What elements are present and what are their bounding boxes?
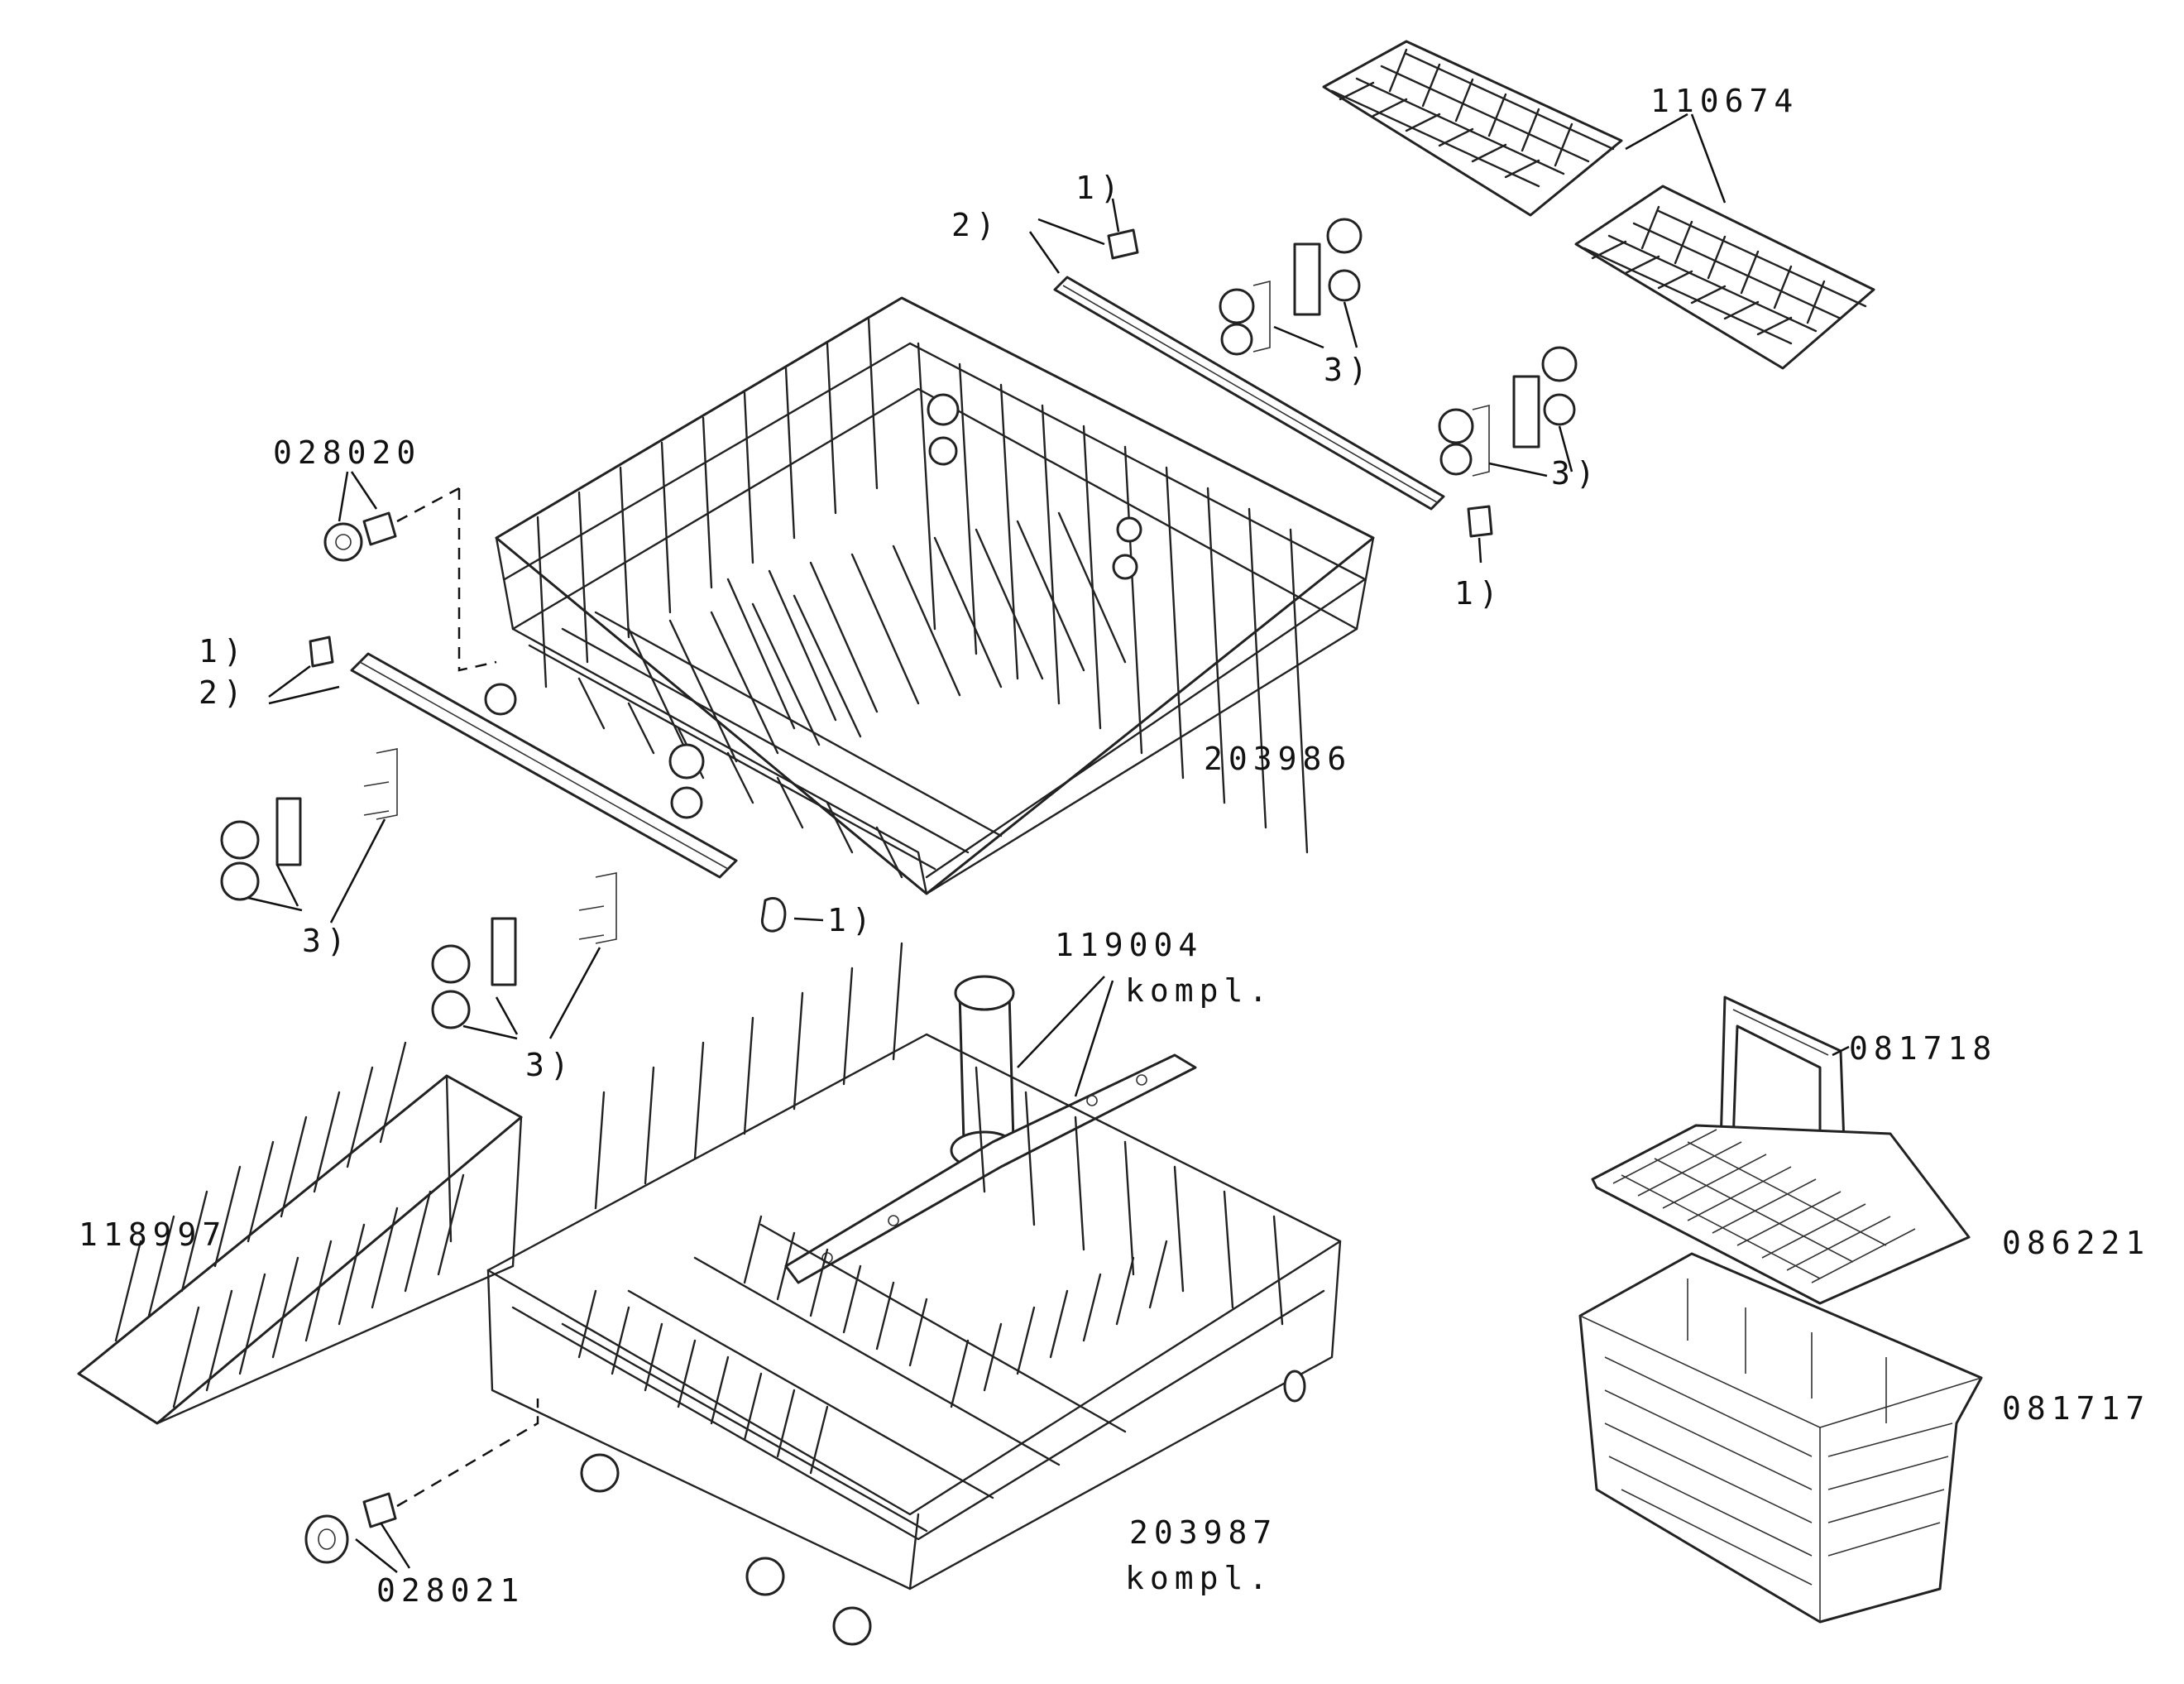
clip-rear [1107, 228, 1139, 260]
label-119004-kompl: kompl. [1125, 972, 1273, 1009]
rail-front-left [350, 652, 738, 879]
upper-basket [484, 296, 1375, 895]
cutlery-basket [1578, 1252, 1983, 1624]
label-n1-left: 1) [199, 633, 248, 669]
label-n2-rear: 2) [951, 207, 1001, 243]
clip-right [1467, 505, 1493, 538]
clip-front [760, 897, 787, 933]
roller-assembly-rear-1 [1219, 218, 1363, 356]
label-n1-rear: 1) [1075, 170, 1125, 206]
rail-rear-upper [1053, 276, 1445, 511]
label-203987: 203987 [1129, 1514, 1277, 1551]
cutlery-tray-upper [1322, 40, 1623, 217]
label-086221: 086221 [2002, 1225, 2150, 1261]
cutlery-basket-lid [1591, 1124, 1971, 1305]
roller-assembly-front-1 [220, 748, 398, 901]
leader-110674 [1625, 113, 1727, 204]
label-118997: 118997 [79, 1216, 227, 1253]
clip-left [309, 636, 334, 668]
label-n3-front-1: 3) [302, 923, 352, 959]
label-119004: 119004 [1055, 927, 1203, 963]
spray-arm [784, 975, 1197, 1284]
label-n2-left: 2) [199, 674, 248, 711]
lower-basket [486, 942, 1342, 1646]
label-081717: 081717 [2002, 1390, 2150, 1427]
label-110674: 110674 [1650, 83, 1798, 119]
plate-rack-insert [77, 1041, 523, 1425]
wheel-028020 [323, 511, 397, 562]
label-n3-rear-1: 3) [1324, 352, 1373, 388]
roller-assembly-front-2 [431, 872, 617, 1029]
label-n1-front: 1) [827, 902, 877, 938]
label-203987-kompl: kompl. [1125, 1560, 1273, 1596]
roller-assembly-rear-2 [1438, 346, 1578, 477]
label-n3-front-2: 3) [525, 1047, 575, 1083]
cutlery-tray-lower [1574, 185, 1875, 370]
label-n1-right: 1) [1454, 575, 1504, 612]
wheel-028021 [304, 1492, 397, 1564]
label-081718: 081718 [1849, 1030, 1997, 1067]
label-n3-rear-2: 3) [1551, 455, 1601, 492]
label-028021: 028021 [376, 1572, 524, 1609]
label-203986: 203986 [1204, 741, 1352, 777]
label-028020: 028020 [273, 434, 421, 471]
